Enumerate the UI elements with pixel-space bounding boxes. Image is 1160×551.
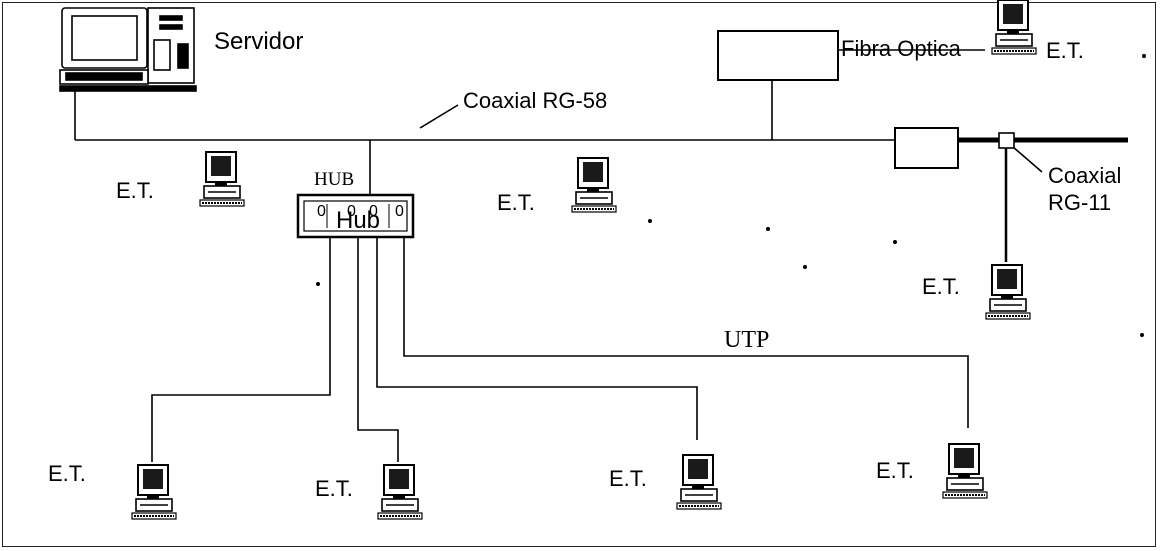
workstation-label: E.T. [1046, 40, 1084, 62]
workstation-icon [200, 152, 244, 206]
workstation-icon [572, 158, 616, 212]
coax-rg11-label-line1: Coaxial [1048, 165, 1121, 187]
transceiver-tap-icon [999, 133, 1014, 148]
hub-caption: HUB [314, 170, 354, 189]
workstation-icon [677, 455, 721, 509]
repeater-box-icon [895, 128, 958, 168]
workstation-label: E.T. [315, 478, 353, 500]
rg11-pointer [1013, 147, 1042, 172]
workstation-icon [992, 0, 1036, 54]
server-label: Servidor [214, 30, 303, 54]
coax-rg58-label: Coaxial RG-58 [463, 90, 607, 112]
workstation-label: E.T. [497, 192, 535, 214]
workstation-label: E.T. [48, 463, 86, 485]
utp-cable-1 [152, 237, 330, 462]
workstation-icon [943, 444, 987, 498]
workstation-label: E.T. [876, 460, 914, 482]
hub-port: 0 [317, 204, 326, 220]
rg58-pointer [420, 105, 458, 128]
utp-cable-2 [358, 237, 398, 462]
utp-cable-3 [377, 237, 697, 440]
workstation-label: E.T. [116, 180, 154, 202]
workstation-icon [132, 465, 176, 519]
fiber-label: Fibra Optica [841, 38, 961, 60]
utp-label: UTP [724, 328, 769, 352]
server-computer-icon [60, 8, 196, 91]
utp-cable-4 [404, 237, 968, 428]
workstation-label: E.T. [922, 276, 960, 298]
workstation-label: E.T. [609, 468, 647, 490]
hub-port: 0 [395, 204, 404, 220]
fiber-converter-box-icon [718, 31, 838, 80]
workstation-icon [378, 465, 422, 519]
coax-rg11-label-line2: RG-11 [1048, 192, 1111, 214]
hub-port: 0 [347, 204, 356, 220]
hub-port: 0 [369, 204, 378, 220]
workstation-icon [986, 265, 1030, 319]
